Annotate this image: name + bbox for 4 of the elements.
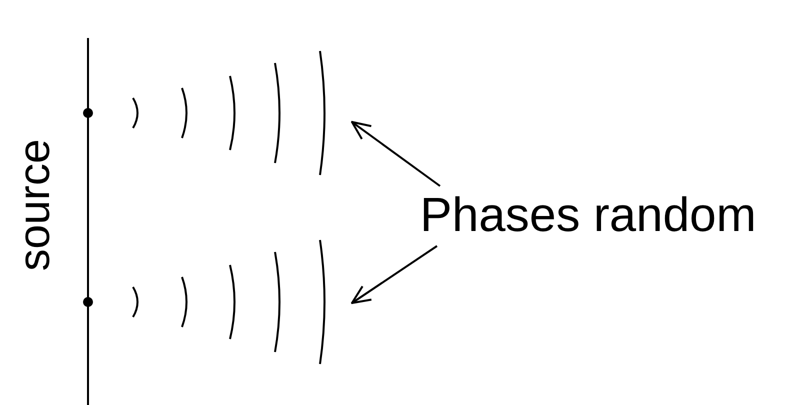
axis-label: source bbox=[10, 138, 60, 272]
leader-arrow bbox=[351, 121, 441, 187]
leader-arrow bbox=[351, 245, 438, 304]
annotation-text: Phases random bbox=[420, 186, 796, 246]
